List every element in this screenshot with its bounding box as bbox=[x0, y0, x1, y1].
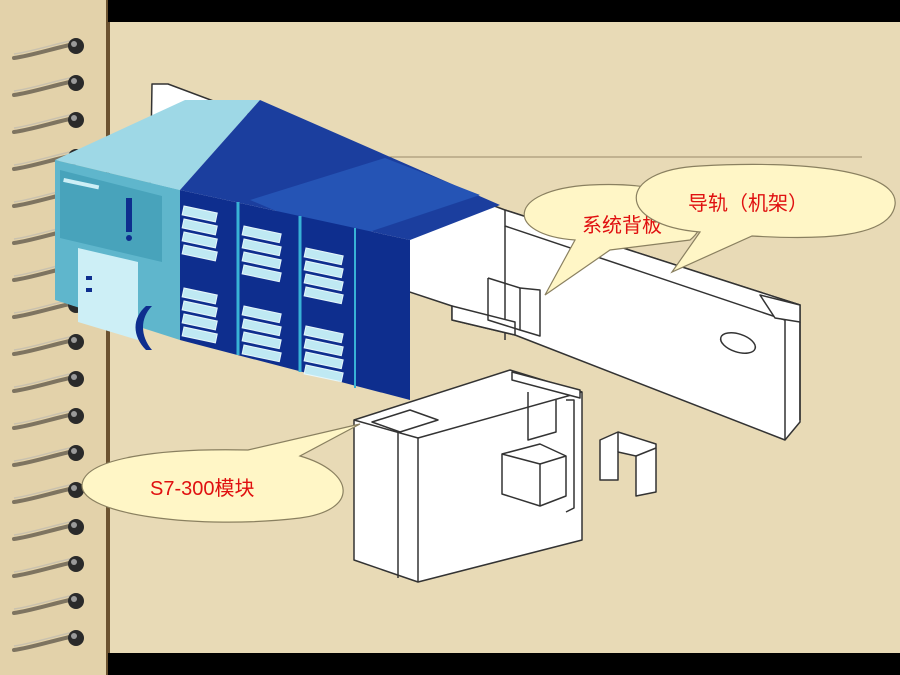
spiral-ring-icon bbox=[12, 445, 84, 467]
spiral-ring-icon bbox=[12, 556, 84, 578]
io-slot bbox=[303, 364, 344, 383]
io-slot bbox=[303, 351, 344, 370]
callout-module: S7-300模块 bbox=[81, 423, 361, 523]
bus-connector-part bbox=[599, 431, 657, 497]
cpu-module-lid bbox=[78, 248, 138, 340]
callout-module-text: S7-300模块 bbox=[150, 477, 255, 500]
io-slot bbox=[181, 205, 218, 223]
io-slot bbox=[241, 251, 282, 270]
io-slot bbox=[181, 326, 218, 344]
io-slot bbox=[303, 260, 344, 279]
spiral-ring-icon bbox=[12, 482, 84, 504]
spiral-ring-icon bbox=[12, 112, 84, 134]
cpu-module-panel bbox=[60, 170, 162, 262]
cpu-label-strip bbox=[63, 178, 100, 190]
io-slot bbox=[241, 238, 282, 257]
io-slot bbox=[303, 325, 344, 344]
callout-rail-text: 导轨（机架） bbox=[688, 192, 808, 215]
spiral-ring-icon bbox=[12, 75, 84, 97]
spiral-ring-icon bbox=[12, 371, 84, 393]
io-slot bbox=[241, 318, 282, 337]
io-slot bbox=[303, 286, 344, 305]
io-slot bbox=[241, 305, 282, 324]
io-slot bbox=[241, 225, 282, 244]
callout-rail: 导轨（机架） bbox=[635, 163, 896, 274]
mounted-module-row bbox=[55, 100, 500, 400]
module-top-light bbox=[55, 100, 260, 190]
spiral-ring-icon bbox=[12, 408, 84, 430]
bottom-black-bar bbox=[108, 653, 900, 675]
top-black-bar bbox=[108, 0, 900, 22]
spiral-ring-icon bbox=[12, 630, 84, 652]
spiral-ring-icon bbox=[12, 519, 84, 541]
loose-module bbox=[353, 369, 583, 583]
io-slot bbox=[303, 247, 344, 266]
io-slot bbox=[181, 287, 218, 305]
io-slot bbox=[303, 338, 344, 357]
spiral-ring-icon bbox=[12, 593, 84, 615]
io-slot bbox=[241, 344, 282, 363]
cpu-led-2 bbox=[86, 288, 92, 292]
spiral-ring-icon bbox=[12, 334, 84, 356]
cpu-key-icon bbox=[135, 306, 152, 350]
cpu-status-mark bbox=[126, 198, 132, 232]
callout-system-bus-text: 系统背板 bbox=[582, 214, 662, 237]
cpu-status-dot bbox=[126, 235, 132, 241]
spiral-ring-icon bbox=[12, 38, 84, 60]
io-slot bbox=[181, 300, 218, 318]
io-slot-group bbox=[181, 205, 344, 383]
io-slot bbox=[241, 331, 282, 350]
io-slot bbox=[181, 313, 218, 331]
io-slot bbox=[303, 273, 344, 292]
io-slot bbox=[181, 218, 218, 236]
binding-divider bbox=[106, 0, 110, 675]
io-slot bbox=[181, 244, 218, 262]
io-slot bbox=[241, 264, 282, 283]
cpu-led-1 bbox=[86, 276, 92, 280]
io-slot bbox=[181, 231, 218, 249]
